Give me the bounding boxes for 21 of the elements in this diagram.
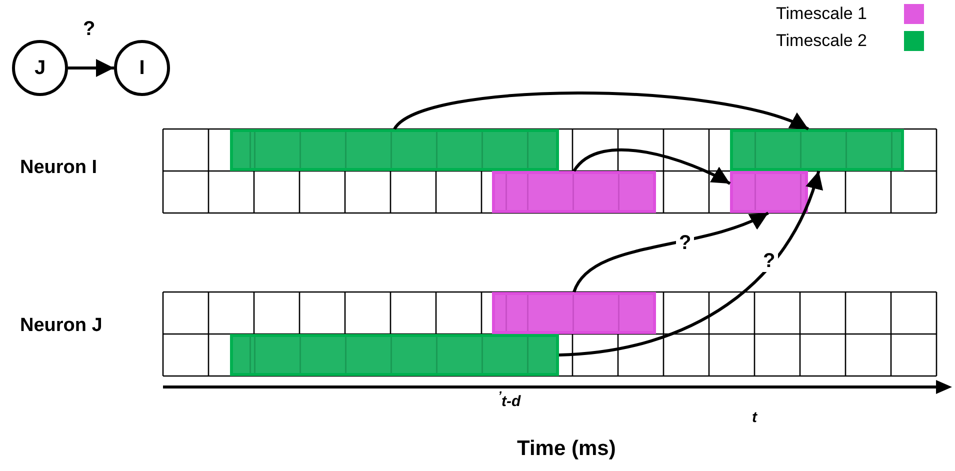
legend-label: Timescale 2 [776,32,868,51]
row-label: Neuron I [20,158,98,179]
time-label: $^{’}$t-d [498,390,521,410]
arrow [572,148,731,185]
timescale-bar [492,292,656,334]
timescale-bar [230,334,559,376]
arrow [558,170,822,356]
neuron-circle: J [12,40,68,96]
neuron-circle: I [114,40,170,96]
arrow [572,212,769,293]
row-label: Neuron J [20,316,102,337]
time-label: t [752,410,757,426]
arrow [68,59,114,77]
legend-label: Timescale 1 [776,5,868,24]
timescale-bar [730,129,904,171]
edge-label: ? [760,250,778,272]
timescale-bar [492,171,656,213]
arrow [393,92,809,130]
timescale-bar [730,171,808,213]
timescale-bar [230,129,559,171]
axis-title: Time (ms) [517,437,616,460]
